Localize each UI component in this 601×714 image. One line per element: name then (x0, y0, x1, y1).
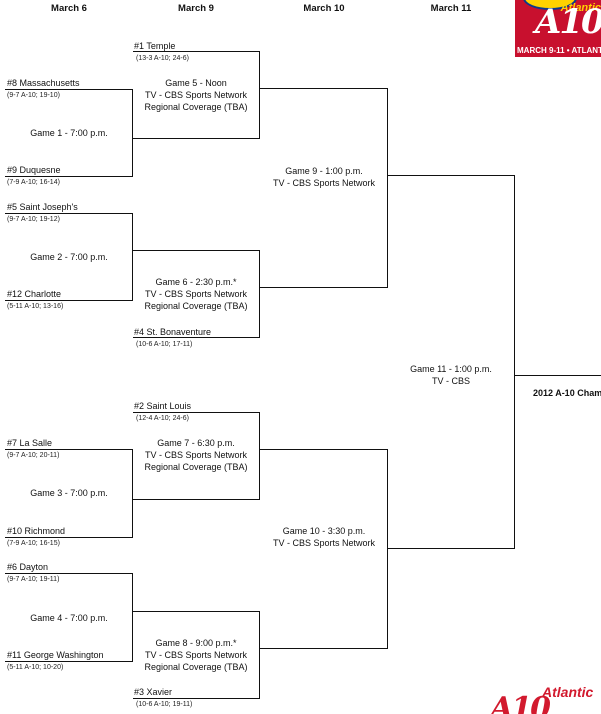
header-march-10: March 10 (303, 3, 345, 14)
game-3-info: Game 3 - 7:00 p.m. (30, 488, 108, 498)
game-11-time: Game 11 - 1:00 p.m. (410, 364, 492, 374)
team-st-bonaventure: #4 St. Bonaventure (134, 327, 212, 337)
bracket-line (5, 300, 132, 301)
game-8-tv: TV - CBS Sports Network (144, 650, 248, 660)
bracket-line (133, 499, 260, 500)
game-8-coverage: Regional Coverage (TBA) (144, 662, 248, 672)
bracket-line (133, 51, 260, 52)
bracket-line (133, 412, 260, 413)
team-duquesne-record: (7-9 A-10; 16-14) (7, 179, 60, 186)
bracket-line (259, 611, 260, 699)
game-8-time: Game 8 - 9:00 p.m.* (155, 638, 237, 648)
team-richmond: #10 Richmond (7, 526, 66, 536)
bracket-line (132, 213, 133, 301)
atlantic-10-logo-bottom: Atlantic A10 (486, 686, 601, 714)
team-duquesne: #9 Duquesne (7, 165, 61, 175)
game-7-coverage: Regional Coverage (TBA) (144, 462, 248, 472)
logo-bottom-mark: A10 (490, 691, 551, 714)
team-st-bonaventure-record: (10-6 A-10; 17-11) (136, 341, 193, 348)
champion-label: 2012 A-10 Champion (533, 388, 601, 398)
game-10-time: Game 10 - 3:30 p.m. (282, 526, 366, 536)
game-6-info: Game 6 - 2:30 p.m.* TV - CBS Sports Netw… (136, 276, 256, 312)
bracket-line (132, 89, 133, 177)
team-dayton: #6 Dayton (7, 562, 49, 572)
bracket-line (133, 250, 260, 251)
team-temple: #1 Temple (134, 41, 176, 51)
team-xavier: #3 Xavier (134, 687, 173, 697)
game-7-info: Game 7 - 6:30 p.m. TV - CBS Sports Netwo… (136, 437, 256, 473)
team-temple-record: (13-3 A-10; 24-6) (136, 55, 189, 62)
bracket-line (5, 537, 132, 538)
game-2-info: Game 2 - 7:00 p.m. (30, 252, 108, 262)
bracket-line (5, 573, 132, 574)
game-8-info: Game 8 - 9:00 p.m.* TV - CBS Sports Netw… (136, 637, 256, 673)
game-11-tv: TV - CBS (431, 376, 470, 386)
game-7-time: Game 7 - 6:30 p.m. (157, 438, 235, 448)
bracket-line (388, 548, 514, 549)
team-saint-josephs: #5 Saint Joseph's (7, 202, 78, 212)
bracket-line (5, 176, 132, 177)
game-4-info: Game 4 - 7:00 p.m. (30, 613, 108, 623)
team-richmond-record: (7-9 A-10; 16-15) (7, 540, 60, 547)
team-xavier-record: (10-6 A-10; 19-11) (136, 701, 193, 708)
bracket-line (132, 573, 133, 662)
team-charlotte-record: (5-11 A-10; 13-16) (7, 303, 64, 310)
atlantic-10-logo: Atlantic A10 MARCH 9-11 • ATLANTIC CITY (515, 0, 601, 57)
game-6-coverage: Regional Coverage (TBA) (144, 301, 248, 311)
team-saint-josephs-record: (9-7 A-10; 19-12) (7, 216, 60, 223)
bracket-line (5, 449, 132, 450)
team-massachusetts: #8 Massachusetts (7, 78, 80, 88)
bracket-line (387, 449, 388, 649)
team-george-washington: #11 George Washington (7, 650, 104, 660)
bracket-line (5, 213, 132, 214)
bracket-line (133, 337, 260, 338)
game-9-time: Game 9 - 1:00 p.m. (285, 166, 363, 176)
team-george-washington-record: (5-11 A-10; 10-20) (7, 664, 64, 671)
bracket-line (259, 412, 260, 500)
team-saint-louis-record: (12-4 A-10; 24-6) (136, 415, 189, 422)
bracket-line (132, 449, 133, 538)
game-1-info: Game 1 - 7:00 p.m. (30, 128, 108, 138)
bracket-line (133, 698, 260, 699)
team-charlotte: #12 Charlotte (7, 289, 62, 299)
game-10-tv: TV - CBS Sports Network (272, 538, 376, 548)
logo-word: Atlantic (560, 2, 601, 14)
bracket-line (259, 250, 260, 338)
bracket-line (260, 287, 387, 288)
game-5-info: Game 5 - Noon TV - CBS Sports Network Re… (136, 77, 256, 113)
bracket-line (133, 138, 260, 139)
team-massachusetts-record: (9-7 A-10; 19-10) (7, 92, 60, 99)
bracket-line (260, 449, 387, 450)
game-6-time: Game 6 - 2:30 p.m.* (155, 277, 237, 287)
game-7-tv: TV - CBS Sports Network (144, 450, 248, 460)
bracket-line (5, 89, 132, 90)
bracket-line (388, 175, 514, 176)
champion-line (515, 375, 601, 376)
team-saint-louis: #2 Saint Louis (134, 401, 192, 411)
team-la-salle: #7 La Salle (7, 438, 53, 448)
logo-bottom-word: Atlantic (542, 686, 594, 700)
team-la-salle-record: (9-7 A-10; 20-11) (7, 452, 60, 459)
bracket-line (5, 661, 132, 662)
game-5-coverage: Regional Coverage (TBA) (144, 102, 248, 112)
game-5-tv: TV - CBS Sports Network (144, 90, 248, 100)
header-march-6: March 6 (51, 3, 87, 14)
bracket-line (259, 51, 260, 139)
game-9-info: Game 9 - 1:00 p.m. TV - CBS Sports Netwo… (264, 165, 384, 189)
game-10-info: Game 10 - 3:30 p.m. TV - CBS Sports Netw… (264, 525, 384, 549)
game-11-info: Game 11 - 1:00 p.m. TV - CBS (391, 363, 511, 387)
bracket-line (387, 88, 388, 288)
bracket-line (260, 648, 387, 649)
bracket-line (133, 611, 260, 612)
logo-mark: A10 (535, 2, 601, 42)
game-6-tv: TV - CBS Sports Network (144, 289, 248, 299)
header-march-11: March 11 (430, 3, 472, 14)
team-dayton-record: (9-7 A-10; 19-11) (7, 576, 60, 583)
logo-dates: MARCH 9-11 • ATLANTIC CITY (517, 46, 601, 55)
bracket-line (514, 175, 515, 549)
game-5-time: Game 5 - Noon (165, 78, 227, 88)
bracket-line (260, 88, 387, 89)
game-9-tv: TV - CBS Sports Network (272, 178, 376, 188)
header-march-9: March 9 (178, 3, 214, 14)
